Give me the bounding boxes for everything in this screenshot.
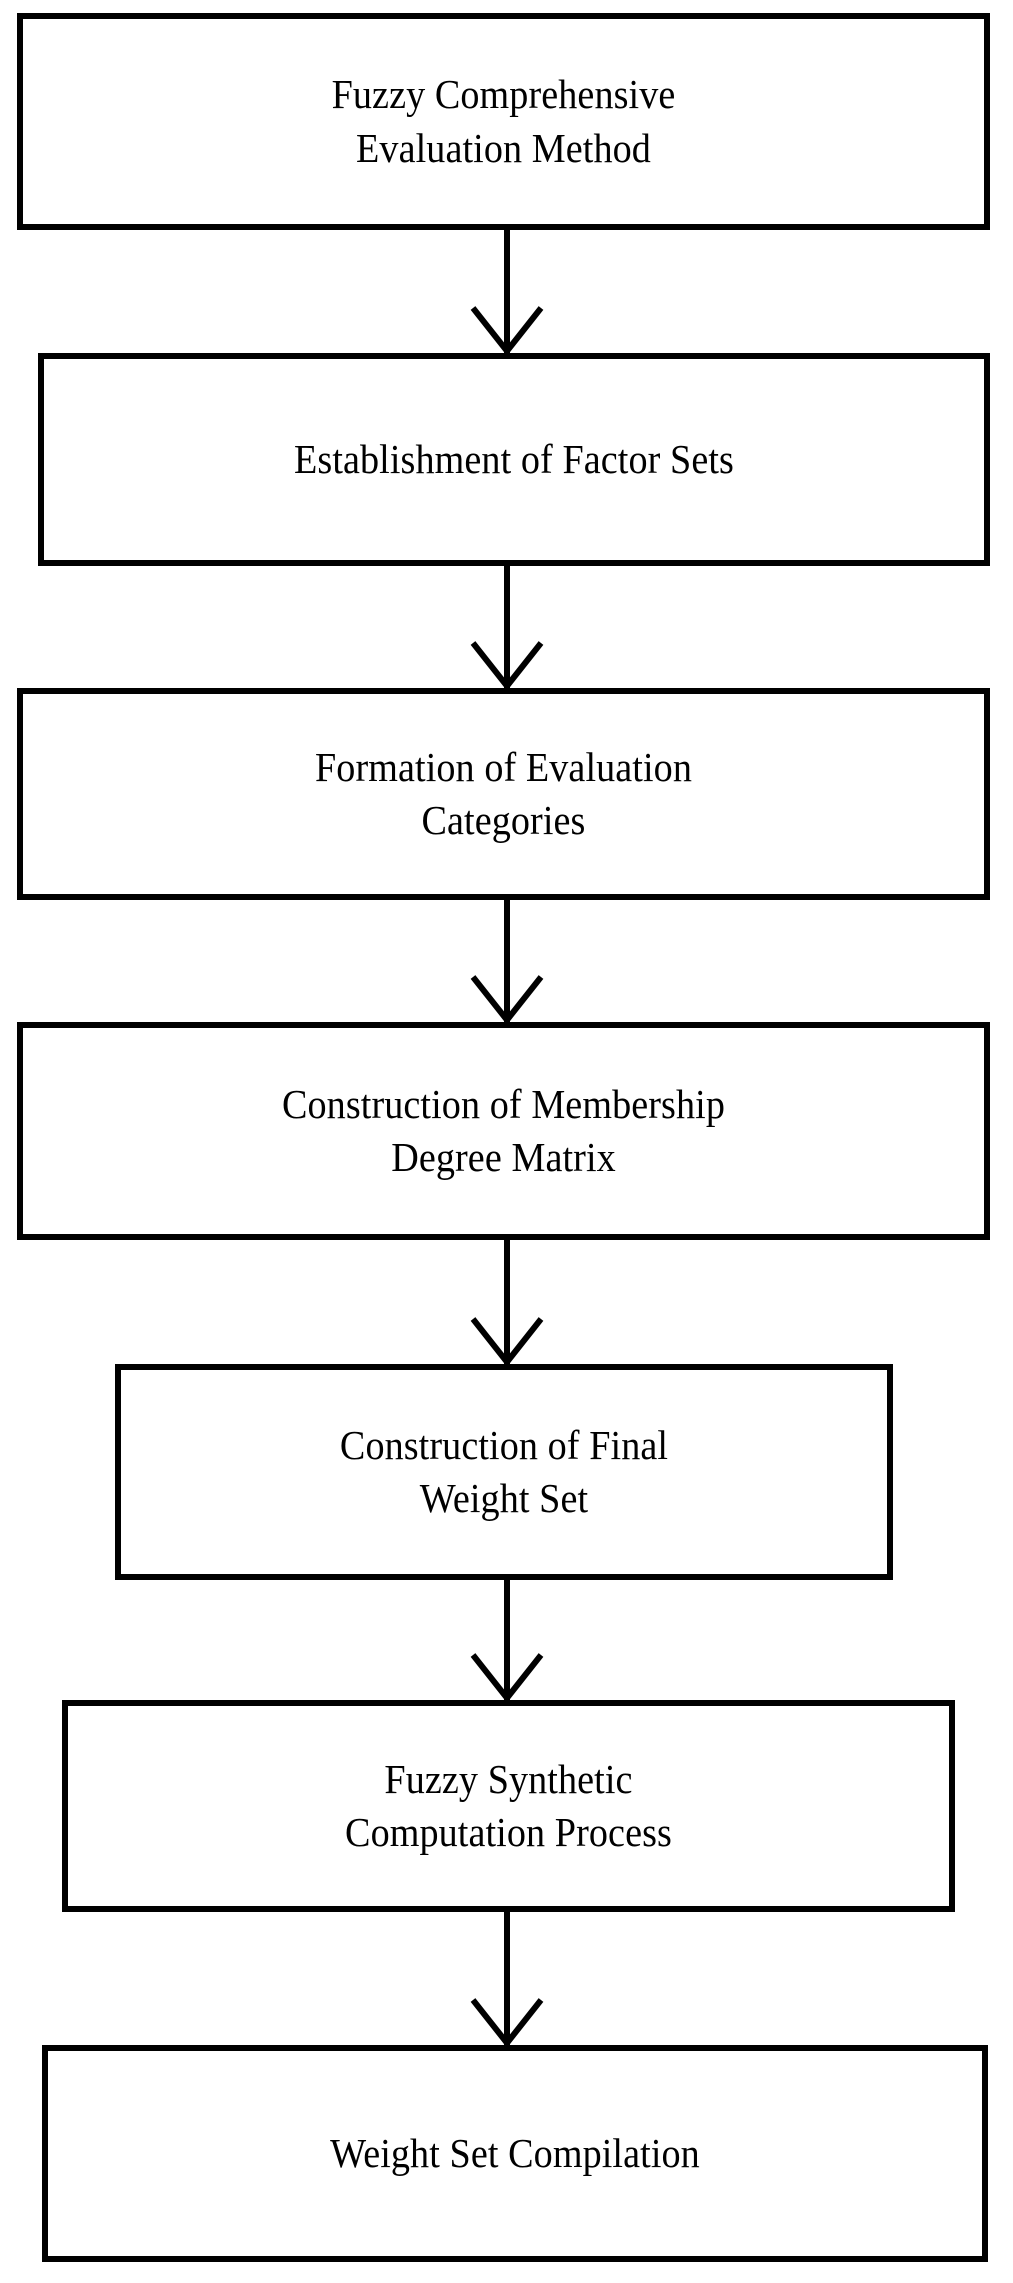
flow-node-label: Construction of Membership Degree Matrix bbox=[282, 1080, 725, 1180]
flow-node-formation-of-evaluation-categories[interactable]: Formation of Evaluation Categories bbox=[17, 688, 990, 900]
flow-node-label: Construction of Final Weight Set bbox=[339, 1421, 669, 1521]
edge-node1-node2 bbox=[470, 566, 544, 691]
flow-node-construction-of-membership-degree-matrix[interactable]: Construction of Membership Degree Matrix bbox=[17, 1022, 990, 1240]
edge-node0-node1 bbox=[470, 230, 544, 356]
flow-node-establishment-of-factor-sets[interactable]: Establishment of Factor Sets bbox=[38, 353, 990, 566]
flow-node-label: Fuzzy Comprehensive Evaluation Method bbox=[331, 71, 676, 171]
flow-node-label: Weight Set Compilation bbox=[330, 2129, 700, 2176]
edge-node5-node6 bbox=[470, 1912, 544, 2048]
edge-node2-node3 bbox=[470, 900, 544, 1025]
flow-node-label: Fuzzy Synthetic Computation Process bbox=[345, 1755, 672, 1855]
flow-node-fuzzy-synthetic-computation-process[interactable]: Fuzzy Synthetic Computation Process bbox=[62, 1700, 955, 1912]
edge-node4-node5 bbox=[470, 1580, 544, 1703]
flow-node-weight-set-compilation[interactable]: Weight Set Compilation bbox=[42, 2045, 988, 2262]
flow-node-construction-of-final-weight-set[interactable]: Construction of Final Weight Set bbox=[115, 1364, 893, 1580]
flow-node-fuzzy-comprehensive-evaluation-method[interactable]: Fuzzy Comprehensive Evaluation Method bbox=[17, 13, 990, 230]
flow-node-label: Establishment of Factor Sets bbox=[293, 435, 734, 482]
edge-node3-node4 bbox=[470, 1240, 544, 1367]
flow-node-label: Formation of Evaluation Categories bbox=[314, 743, 693, 843]
